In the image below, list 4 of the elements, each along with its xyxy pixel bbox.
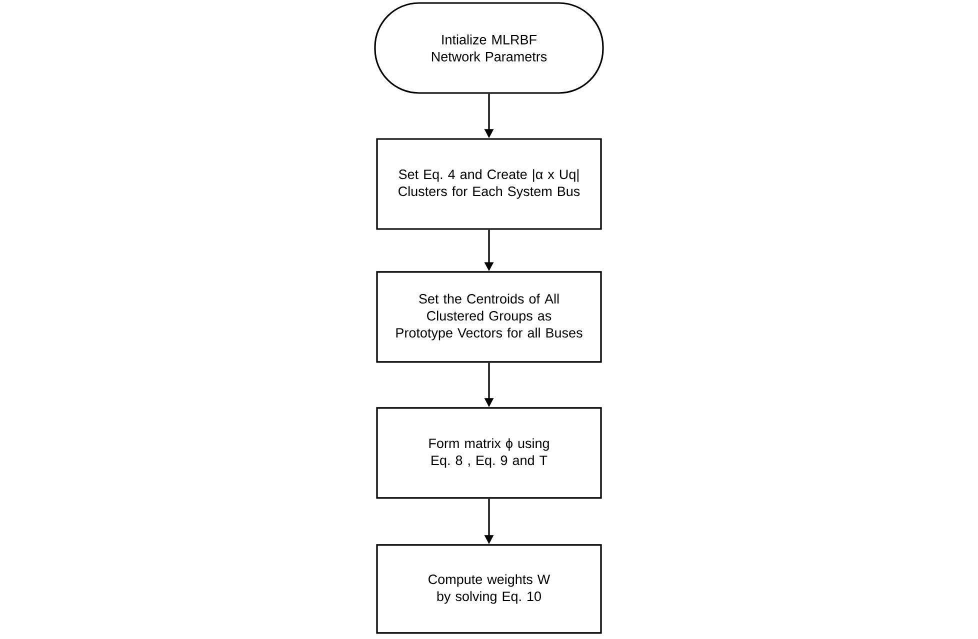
- process-box: Set Eq. 4 and Create |α x Uq| Clusters for Each System Bus: [376, 138, 602, 230]
- process-box: Form matrix ϕ using Eq. 8 , Eq. 9 and T: [376, 407, 602, 499]
- process-box: Compute weights W by solving Eq. 10: [376, 544, 602, 634]
- process-box: Set the Centroids of All Clustered Groups as Prototype Vectors for all Buses: [376, 271, 602, 363]
